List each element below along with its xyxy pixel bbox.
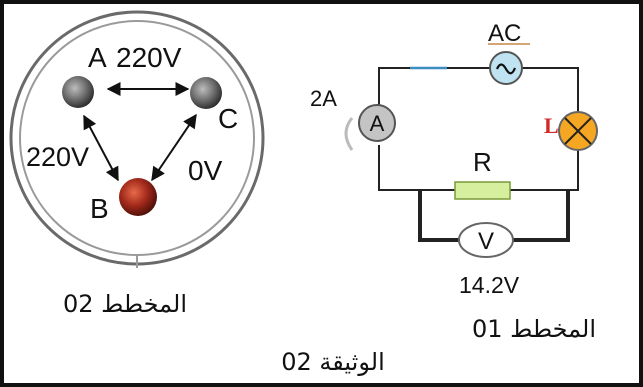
resistor-label: R [473, 147, 492, 177]
terminal-b-hole [119, 178, 157, 216]
voltmeter-symbol: V [478, 228, 494, 255]
ac-source-label: AC [488, 20, 521, 47]
ammeter-symbol: A [370, 111, 385, 136]
ammeter [358, 104, 396, 142]
voltage-arrow-bc [151, 113, 197, 182]
terminal-a-hole [62, 76, 94, 108]
document-title: الوثيقة 02 [281, 348, 384, 376]
circuit-wires [378, 67, 579, 191]
diagram-02-caption: المخطط 02 [63, 290, 187, 318]
voltage-bc-label: 0V [188, 155, 223, 186]
lamp-cross-icon [564, 117, 592, 145]
ammeter-shadow [344, 117, 354, 151]
ammeter-reading: 2A [310, 86, 337, 111]
terminal-c-hole [190, 77, 222, 109]
voltage-ac-label: 220V [116, 42, 182, 73]
voltage-arrow-ab [83, 114, 119, 182]
ac-source-icon [495, 63, 517, 75]
resistor [454, 181, 511, 200]
voltmeter [458, 222, 514, 258]
lamp-label: L [544, 113, 559, 138]
terminal-b-label: B [90, 193, 109, 224]
voltage-ab-label: 220V [26, 142, 89, 172]
diagram-01-caption: المخطط 01 [472, 315, 596, 343]
diagram-02: A 220V C 220V 0V B المخطط 02 [9, 10, 265, 318]
voltmeter-branch [418, 190, 570, 242]
terminal-a-label: A [88, 42, 107, 73]
diagram-01: AC L A 2A R V 14.2V المخطط 01 [310, 20, 598, 343]
voltmeter-reading: 14.2V [459, 272, 520, 298]
terminal-c-label: C [218, 103, 238, 134]
